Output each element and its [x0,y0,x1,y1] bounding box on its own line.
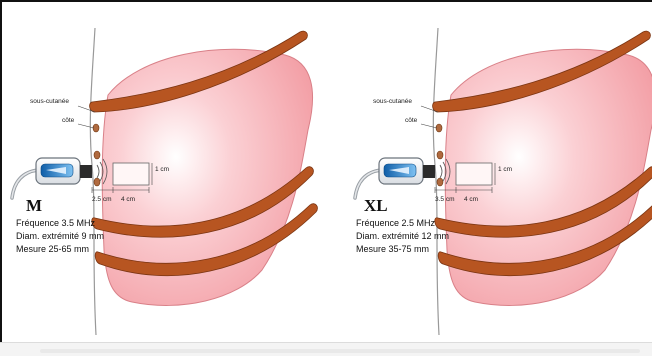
probe-size-label: M [26,196,42,215]
dim-length: 4 cm [464,196,478,203]
diagram-canvas: sous-cutanée côte 1 cm 2.5 cm 4 cm M Fré… [0,0,652,344]
panel-xl-illustration [355,28,652,335]
info-measure-range: Mesure 25-65 mm [16,244,89,254]
label-rib: côte [62,117,75,124]
probe-size-label: XL [364,196,388,215]
info-measure-range: Mesure 35-75 mm [356,244,429,254]
bottom-bar [0,342,652,356]
dim-offset: 3.5 cm [435,196,455,203]
dim-offset: 2.5 cm [92,196,112,203]
info-tip-diameter: Diam. extrémité 12 mm [356,231,449,241]
dim-depth: 1 cm [155,166,169,173]
label-subcutaneous: sous-cutanée [373,98,412,105]
label-subcutaneous: sous-cutanée [30,98,69,105]
label-rib: côte [405,117,418,124]
panel-m: sous-cutanée côte 1 cm 2.5 cm 4 cm M Fré… [12,28,317,335]
info-frequency: Fréquence 3.5 MHz [16,218,96,228]
dim-depth: 1 cm [498,166,512,173]
panel-m-illustration [12,28,317,335]
panel-xl: sous-cutanée côte 1 cm 3.5 cm 4 cm XL Fr… [355,28,652,335]
dim-length: 4 cm [121,196,135,203]
info-tip-diameter: Diam. extrémité 9 mm [16,231,104,241]
info-frequency: Fréquence 2.5 MHz [356,218,436,228]
